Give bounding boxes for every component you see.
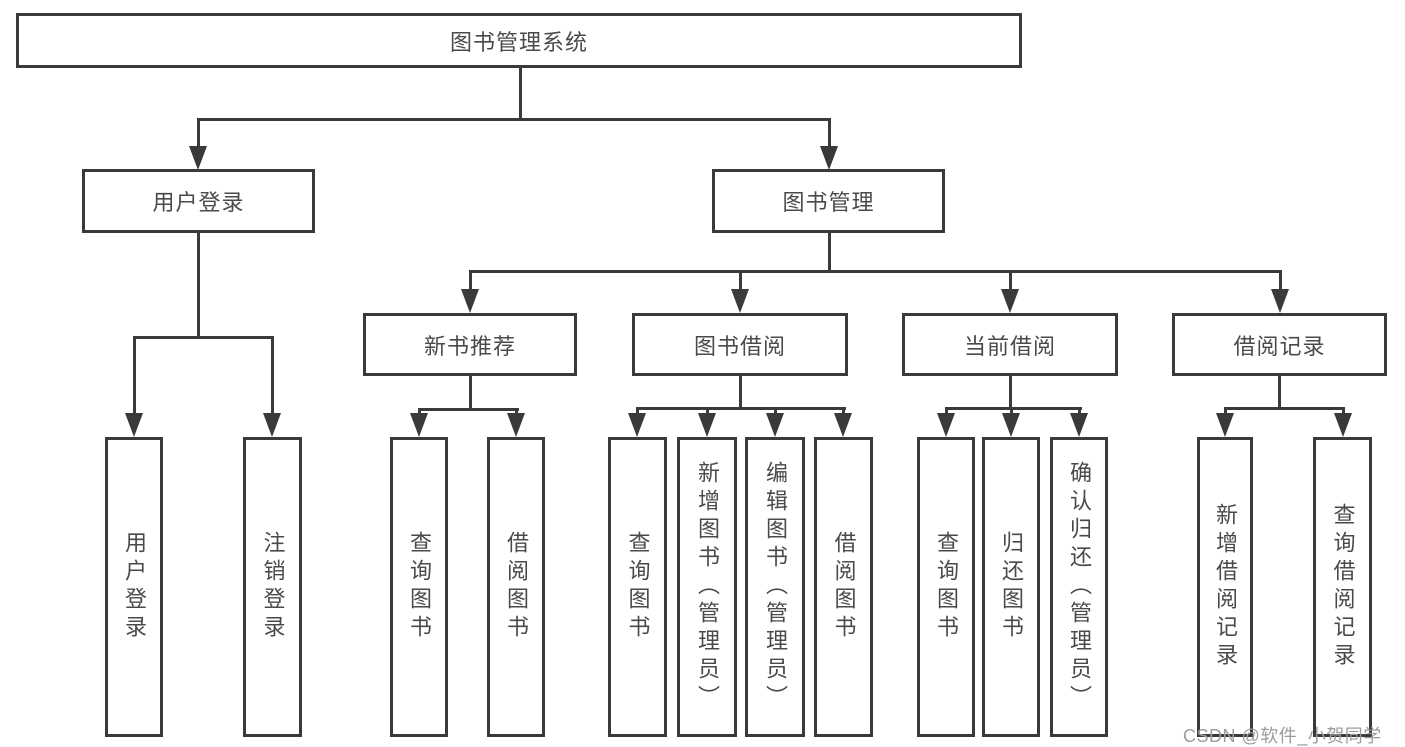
connector-line — [1342, 407, 1345, 415]
csdn-watermark: CSDN @软件_小贺同学 — [1183, 726, 1382, 746]
leaf-edit-books-admin: 编辑图书（管理员） — [745, 437, 805, 737]
connector-line — [1278, 376, 1281, 409]
node-current-borrowing: 当前借阅 — [902, 313, 1118, 376]
connector-line — [1224, 407, 1345, 410]
arrowhead-down-icon — [834, 413, 852, 437]
leaf-user-login: 用户登录 — [105, 437, 163, 737]
leaf-query-books: 查询图书 — [608, 437, 667, 737]
connector-line — [1009, 376, 1012, 409]
leaf-confirm-return-admin: 确认归还（管理员） — [1050, 437, 1108, 737]
arrowhead-down-icon — [1271, 289, 1289, 313]
connector-line — [828, 233, 831, 272]
leaf-add-borrowing-record: 新增借阅记录 — [1197, 437, 1253, 737]
arrowhead-down-icon — [1002, 413, 1020, 437]
connector-line — [774, 407, 777, 415]
connector-line — [945, 407, 948, 415]
arrowhead-down-icon — [125, 413, 143, 437]
connector-line — [469, 376, 472, 410]
arrowhead-down-icon — [461, 289, 479, 313]
leaf-query-books: 查询图书 — [917, 437, 975, 737]
node-new-book-recommendation: 新书推荐 — [363, 313, 577, 376]
arrowhead-down-icon — [937, 413, 955, 437]
connector-line — [133, 336, 274, 339]
node-book-borrowing: 图书借阅 — [632, 313, 848, 376]
node-borrowing-records: 借阅记录 — [1172, 313, 1387, 376]
connector-line — [515, 408, 518, 416]
connector-line — [828, 118, 831, 148]
connector-line — [842, 407, 845, 415]
arrowhead-down-icon — [1334, 413, 1352, 437]
arrowhead-down-icon — [628, 413, 646, 437]
arrowhead-down-icon — [731, 289, 749, 313]
leaf-borrow-books: 借阅图书 — [487, 437, 545, 737]
leaf-query-books: 查询图书 — [390, 437, 448, 737]
connector-line — [418, 408, 519, 411]
arrowhead-down-icon — [189, 146, 207, 170]
arrowhead-down-icon — [1070, 413, 1088, 437]
connector-line — [519, 68, 522, 120]
connector-line — [197, 233, 200, 338]
node-library-management-system: 图书管理系统 — [16, 13, 1022, 68]
arrowhead-down-icon — [820, 146, 838, 170]
connector-line — [133, 336, 136, 414]
connector-line — [1224, 407, 1227, 415]
connector-line — [1010, 407, 1013, 415]
connector-line — [1009, 270, 1012, 291]
connector-line — [469, 270, 472, 291]
arrowhead-down-icon — [507, 413, 525, 437]
leaf-add-books-admin: 新增图书（管理员） — [677, 437, 737, 737]
arrowhead-down-icon — [410, 413, 428, 437]
node-book-management: 图书管理 — [712, 169, 945, 233]
connector-line — [197, 118, 200, 148]
connector-line — [706, 407, 709, 415]
arrowhead-down-icon — [1216, 413, 1234, 437]
connector-line — [1078, 407, 1081, 415]
connector-line — [636, 407, 639, 415]
leaf-logout: 注销登录 — [243, 437, 302, 737]
arrowhead-down-icon — [698, 413, 716, 437]
connector-line — [945, 407, 1082, 410]
connector-line — [636, 407, 846, 410]
connector-line — [271, 336, 274, 414]
leaf-query-borrowing-record: 查询借阅记录 — [1313, 437, 1372, 737]
arrowhead-down-icon — [263, 413, 281, 437]
arrowhead-down-icon — [766, 413, 784, 437]
connector-line — [739, 376, 742, 409]
connector-line — [197, 118, 831, 121]
leaf-return-books: 归还图书 — [982, 437, 1040, 737]
arrowhead-down-icon — [1001, 289, 1019, 313]
connector-line — [469, 270, 1282, 273]
connector-line — [739, 270, 742, 291]
node-user-login: 用户登录 — [82, 169, 315, 233]
connector-line — [418, 408, 421, 416]
connector-line — [1279, 270, 1282, 291]
leaf-borrow-books: 借阅图书 — [814, 437, 873, 737]
